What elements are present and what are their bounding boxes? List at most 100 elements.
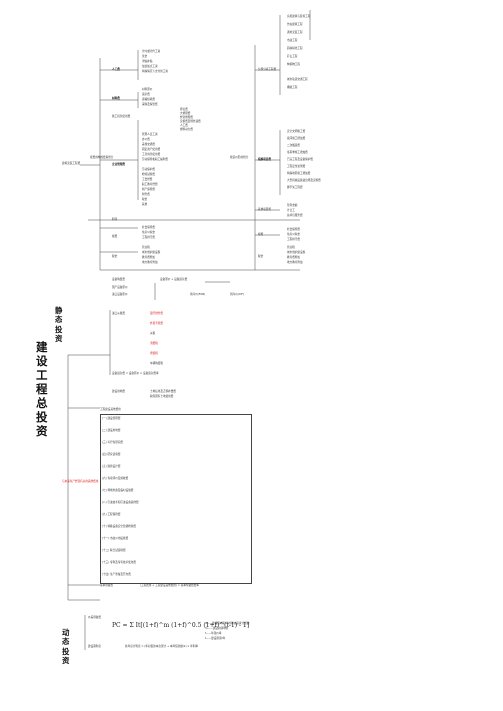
static-char: 资	[55, 333, 63, 343]
tax-item: 城市维护建设税	[142, 251, 161, 254]
main-title: 建 设 工 程 总 投 资	[36, 340, 48, 438]
partial-item: 园林绿化工程	[287, 47, 303, 50]
enterprise-item: 工会经费	[142, 178, 153, 181]
labor-node: 人工费	[112, 68, 120, 71]
land-item: 取得国有土地使用费	[150, 395, 174, 398]
title-char: 工	[36, 368, 48, 382]
duty-item: 增值税	[150, 352, 158, 355]
static-char: 静	[55, 306, 63, 315]
title-char: 总	[36, 396, 48, 410]
right-tax-item: 地方教育附加	[287, 261, 303, 264]
enterprise-item: 办公费	[142, 138, 150, 141]
static-char: 投	[55, 324, 63, 334]
material-item: 材料原价	[142, 88, 153, 91]
machine-item: 燃料动力费	[180, 128, 193, 131]
price-reserve-label: 价差预备费	[88, 616, 101, 619]
enterprise-item: 工具用具使用费	[142, 153, 161, 156]
enterprise-item: 税金	[142, 198, 148, 201]
title-char: 建	[36, 340, 48, 354]
other-items-node: 其他项目费	[258, 208, 271, 211]
duty-item: 外贸手续费	[150, 322, 163, 325]
duties-label: 进口从属费	[112, 312, 125, 315]
right-fee-item: 社会保险费	[287, 228, 300, 231]
fees-node: 规费	[112, 235, 118, 238]
partial-item: 房屋建筑与装饰工程	[287, 15, 311, 18]
table-title: 工程建设其他费用	[100, 408, 121, 411]
tax-item: 营业税	[142, 246, 150, 249]
tax-item: 地方教育附加	[142, 261, 158, 264]
land-item: 土地征用及迁移补偿费	[150, 390, 176, 393]
duty-item: 银行财务费	[150, 312, 163, 315]
enterprise-item: 财产保险费	[142, 188, 155, 191]
labor-item: 加班加点工资	[142, 65, 158, 68]
measures-item: 脚手架工程费	[287, 186, 303, 189]
right-tax-item: 城市维护建设税	[287, 251, 306, 254]
measures-item: 已完工程及设备保护费	[287, 158, 313, 161]
machine-item: 经常修理费	[180, 116, 193, 119]
dynamic-char: 资	[62, 655, 70, 665]
interest-formula: 各年应计利息 = (年初借款本息累计 + 本年借款额/2) × 年利率	[125, 645, 199, 648]
table-row: (九) 工程保险费	[102, 513, 121, 516]
partial-item: 构筑物工程	[287, 63, 300, 66]
fee-item: 住房公积金	[142, 231, 155, 234]
measures-node: 措施项目费	[258, 158, 271, 161]
right-tax-node: 税金	[258, 255, 264, 258]
land-label: 建设用地费	[112, 390, 125, 393]
pc-formula-note: It——建设期中第t年的静态投资计划额	[205, 622, 250, 625]
machine-item: 人工费	[180, 124, 188, 127]
fob-label: 离岸价(FOB)	[190, 293, 206, 296]
enterprise-mgmt-node: 企业管理费	[112, 163, 125, 166]
interest-label: 建设期利息	[88, 645, 101, 648]
cif-label: 到岸价(CIF)	[230, 293, 244, 296]
measures-item: 夜间施工增加费	[287, 137, 306, 140]
static-investment-label: 静 态 投 资	[55, 306, 62, 343]
machine-item: 安拆费及场外运费	[180, 120, 201, 123]
material-item: 运杂费	[142, 93, 150, 96]
table-row: (十一) 市政公用设施费	[102, 537, 129, 540]
table-row: (十) 特殊设备安全监督检验费	[102, 525, 136, 528]
pc-note: t——建设期第t年	[205, 637, 226, 640]
table-row: (七) 场地准备及临时设施费	[102, 489, 134, 492]
table-row: (十四) 生产准备及开办费	[102, 573, 131, 576]
profit-node: 利润	[112, 218, 118, 221]
transport-formula: 设备运杂费 = 设备原价 × 设备运杂费率	[112, 372, 159, 375]
table-row: (六) 专项评价及验收费	[102, 477, 129, 480]
tax-node: 税金	[112, 255, 118, 258]
other-item: 总承包服务费	[287, 214, 303, 217]
right-tax-item: 营业税	[287, 246, 295, 249]
other-costs-table	[100, 414, 252, 584]
table-row: (二) 建设用地费	[102, 429, 121, 432]
root-node: 建筑安装工程费	[62, 162, 81, 165]
material-node: 材料费	[112, 97, 120, 100]
partial-item: 城市轨道交通工程	[287, 78, 308, 81]
partial-item: 通用安装工程	[287, 31, 303, 34]
enterprise-item: 差旅交通费	[142, 143, 155, 146]
labor-item: 计时或计件工资	[142, 50, 161, 53]
enterprise-item: 其他	[142, 203, 148, 206]
other-item: 计日工	[287, 209, 295, 212]
material-item: 运输损耗费	[142, 98, 155, 101]
table-row: (十二) 联合试运转费	[102, 549, 126, 552]
pc-note: m——建设前期年限	[205, 627, 229, 630]
duty-item: 关税	[150, 332, 156, 335]
material-item: 采购及保管费	[142, 103, 158, 106]
table-row: (一) 建设管理费	[102, 417, 121, 420]
right-fees-node: 规费	[258, 233, 264, 236]
measures-item: 大型机械设备进出场及安拆费	[287, 179, 321, 182]
measures-item: 二次搬运费	[287, 144, 300, 147]
domestic-price: 国产设备原价	[112, 286, 128, 289]
pc-formula: PC = Σ It[(1+f)^m (1+f)^0.5 (1+f)^(t-1) …	[112, 622, 250, 629]
table-row: (八) 引进技术和引进设备其他费	[102, 501, 139, 504]
title-char: 程	[36, 382, 48, 396]
basic-reserve-label: 基本预备费	[100, 584, 113, 587]
machine-item: 大修理费	[180, 112, 191, 115]
dynamic-char: 动	[62, 628, 70, 637]
title-char: 设	[36, 354, 48, 368]
measures-item: 安全文明施工费	[287, 130, 306, 133]
title-char: 资	[36, 424, 48, 438]
machine-item: 折旧费	[180, 108, 188, 111]
measures-item: 冬雨季施工增加费	[287, 151, 308, 154]
dynamic-investment-label: 动 态 投 资	[62, 628, 69, 665]
duty-item: 消费税	[150, 342, 158, 345]
